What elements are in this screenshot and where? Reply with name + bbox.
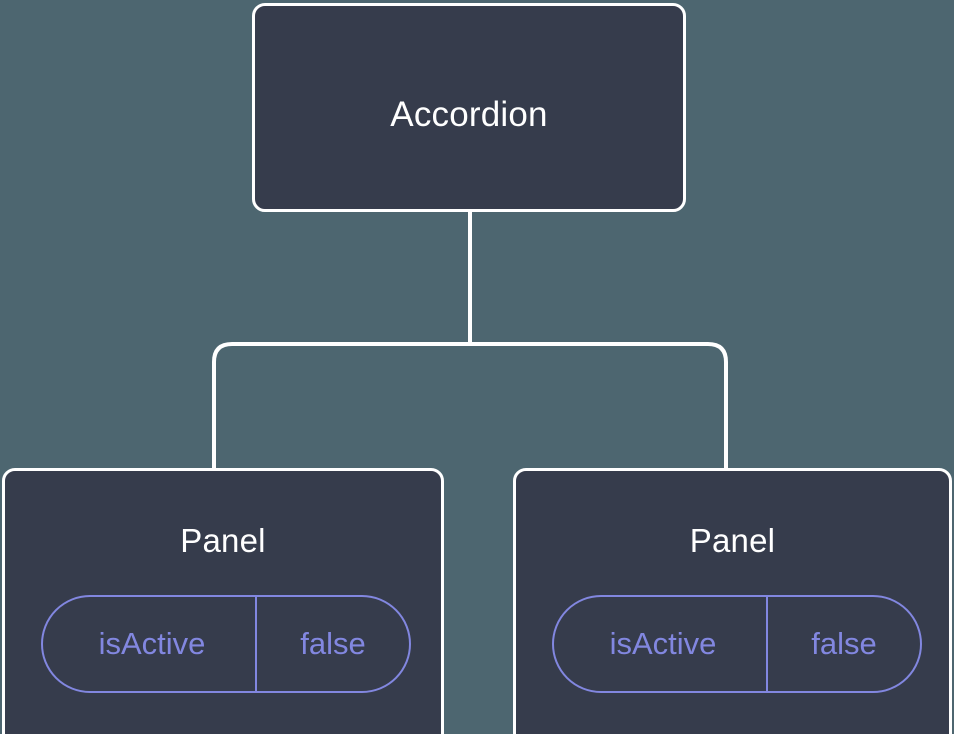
node-title: Accordion	[390, 95, 548, 134]
prop-value: false	[811, 626, 877, 661]
prop-badge-isactive[interactable]: isActive false	[41, 595, 411, 693]
prop-badge-isactive[interactable]: isActive false	[552, 595, 922, 693]
prop-key: isActive	[43, 597, 257, 691]
tree-node-panel[interactable]: Panel isActive false	[513, 468, 952, 734]
tree-node-panel[interactable]: Panel isActive false	[2, 468, 444, 734]
edge-split-bar	[212, 342, 728, 470]
node-title: Panel	[689, 522, 776, 559]
prop-value: false	[300, 626, 366, 661]
tree-node-accordion[interactable]: Accordion	[252, 3, 686, 212]
node-title: Panel	[180, 522, 266, 559]
prop-key: isActive	[554, 597, 768, 691]
